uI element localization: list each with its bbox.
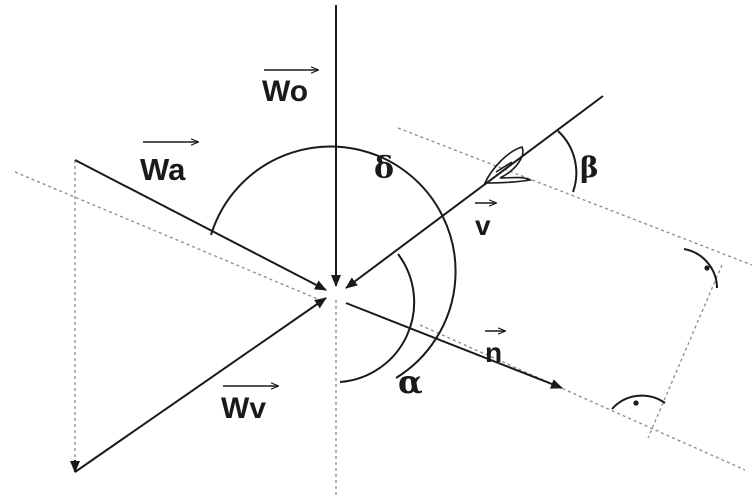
label-n-group: n: [485, 331, 505, 368]
label-wa: Wa: [140, 152, 186, 187]
aircraft-icon: [483, 146, 533, 184]
lower-parallel-line: [419, 324, 746, 471]
vector-wa: [74, 159, 327, 291]
right-angle-lower-dot: [633, 400, 639, 406]
label-wv: Wv: [221, 392, 266, 425]
angle-delta-arc: [210, 145, 457, 379]
label-wv-group: Wv: [221, 386, 278, 425]
label-beta: β: [580, 151, 599, 184]
vector-wv: [74, 297, 327, 473]
label-wo-group: Wo: [262, 70, 318, 108]
right-angle-lower-arc: [611, 394, 666, 410]
angle-alpha-arc: [339, 253, 416, 383]
label-v-group: v: [475, 203, 496, 241]
label-alpha: α: [398, 363, 423, 401]
vector-n: [345, 302, 563, 389]
label-v: v: [475, 210, 491, 241]
label-n: n: [485, 337, 502, 368]
upper-parallel-line: [397, 127, 752, 266]
right-angle-upper-arc: [683, 248, 718, 289]
wind-parallel-line: [14, 171, 321, 301]
angle-beta-arc: [557, 130, 578, 193]
label-wa-group: Wa: [140, 142, 198, 187]
label-wo: Wo: [262, 75, 308, 108]
right-angle-upper-dot: [704, 265, 710, 271]
vectors: [70, 5, 604, 473]
vector-v: [345, 95, 604, 289]
label-delta: δ: [374, 151, 394, 186]
angle-arcs: [210, 130, 718, 410]
perpendicular-line: [647, 264, 723, 439]
construction-lines: [14, 127, 752, 497]
